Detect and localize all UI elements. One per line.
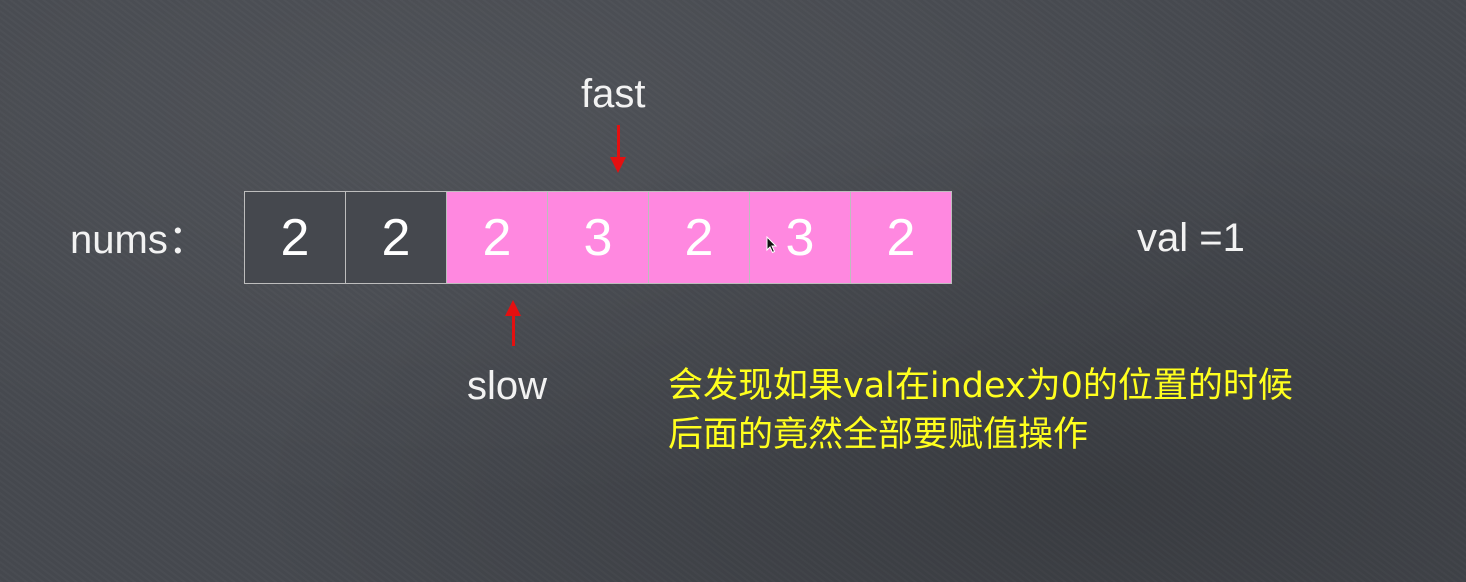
nums-array: 2 2 2 3 2 3 2 bbox=[244, 191, 952, 284]
val-label: val =1 bbox=[1137, 216, 1245, 260]
fast-pointer-arrow bbox=[610, 125, 626, 173]
fast-label: fast bbox=[581, 72, 646, 116]
nums-label: nums： bbox=[70, 218, 208, 262]
array-cell: 2 bbox=[649, 192, 750, 283]
note-line-1: 会发现如果val在index为0的位置的时候 bbox=[668, 366, 1293, 406]
note-line-2: 后面的竟然全部要赋值操作 bbox=[668, 415, 1089, 455]
annotation-note: 会发现如果val在index为0的位置的时候 后面的竟然全部要赋值操作 bbox=[668, 362, 1293, 460]
array-cell: 3 bbox=[548, 192, 649, 283]
mouse-cursor-icon bbox=[766, 236, 778, 254]
slow-pointer-arrow bbox=[505, 300, 521, 346]
array-cell: 2 bbox=[447, 192, 548, 283]
array-cell: 2 bbox=[851, 192, 952, 283]
slow-label: slow bbox=[467, 364, 548, 408]
array-cell: 2 bbox=[245, 192, 346, 283]
array-cell: 2 bbox=[346, 192, 447, 283]
